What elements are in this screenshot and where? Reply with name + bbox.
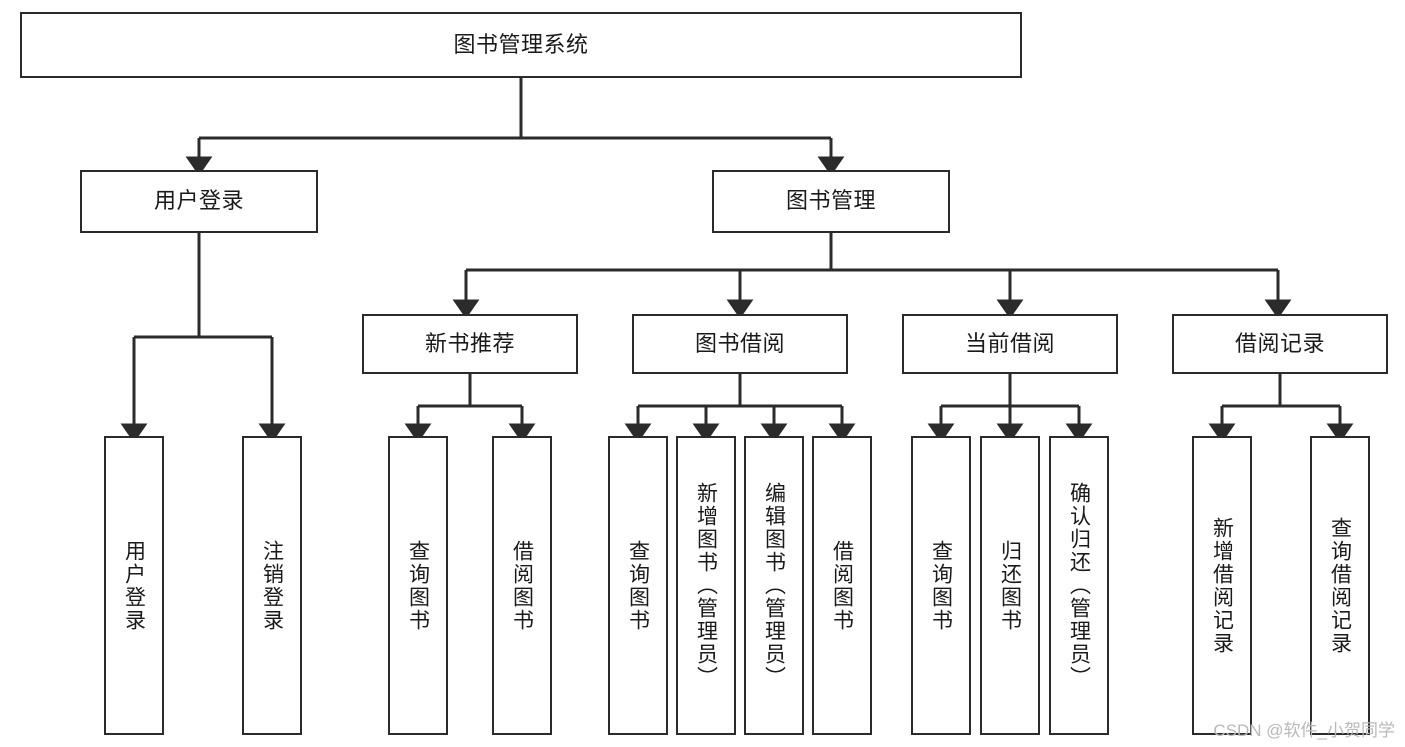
leaf-add-book-admin[interactable]: 新增图书（管理员） [676, 436, 736, 735]
node-label: 图书管理 [785, 188, 876, 214]
node-label: 归还图书 [998, 539, 1022, 632]
node-label: 借阅图书 [510, 539, 534, 632]
node-label: 借阅记录 [1234, 330, 1325, 356]
leaf-query-books-borrow[interactable]: 查询图书 [608, 436, 668, 735]
leaf-query-borrow-record[interactable]: 查询借阅记录 [1310, 436, 1370, 735]
node-label: 确认归还（管理员） [1067, 482, 1091, 689]
csdn-watermark: CSDN @软件_小贺同学 [1213, 721, 1395, 740]
node-label: 新书推荐 [424, 330, 515, 356]
leaf-confirm-return-admin[interactable]: 确认归还（管理员） [1049, 436, 1109, 735]
node-label: 图书借阅 [694, 330, 785, 356]
leaf-edit-book-admin[interactable]: 编辑图书（管理员） [744, 436, 804, 735]
node-book-borrowing[interactable]: 图书借阅 [632, 314, 848, 374]
node-current-borrowing[interactable]: 当前借阅 [902, 314, 1118, 374]
leaf-query-books-recommend[interactable]: 查询图书 [388, 436, 448, 735]
node-label: 查询借阅记录 [1328, 516, 1352, 655]
leaf-add-borrow-record[interactable]: 新增借阅记录 [1192, 436, 1252, 735]
leaf-query-books-current[interactable]: 查询图书 [911, 436, 971, 735]
node-user-login[interactable]: 用户登录 [80, 170, 318, 233]
leaf-return-books[interactable]: 归还图书 [980, 436, 1040, 735]
node-label: 新增借阅记录 [1210, 516, 1234, 655]
node-label: 当前借阅 [964, 330, 1055, 356]
node-label: 图书管理系统 [453, 31, 589, 57]
node-label: 用户登录 [122, 539, 146, 632]
node-label: 新增图书（管理员） [694, 482, 718, 689]
leaf-logout[interactable]: 注销登录 [242, 436, 302, 735]
node-label: 查询图书 [406, 539, 430, 632]
leaf-user-login[interactable]: 用户登录 [104, 436, 164, 735]
node-label: 注销登录 [260, 539, 284, 632]
node-label: 查询图书 [929, 539, 953, 632]
node-borrowing-records[interactable]: 借阅记录 [1172, 314, 1388, 374]
leaf-borrow-books-recommend[interactable]: 借阅图书 [492, 436, 552, 735]
node-new-book-recommendation[interactable]: 新书推荐 [362, 314, 578, 374]
leaf-borrow-books[interactable]: 借阅图书 [812, 436, 872, 735]
node-label: 编辑图书（管理员） [762, 482, 786, 689]
node-label: 查询图书 [626, 539, 650, 632]
node-label: 借阅图书 [830, 539, 854, 632]
node-root-book-management-system[interactable]: 图书管理系统 [20, 12, 1022, 78]
node-label: 用户登录 [153, 188, 244, 214]
node-book-management[interactable]: 图书管理 [712, 170, 950, 233]
